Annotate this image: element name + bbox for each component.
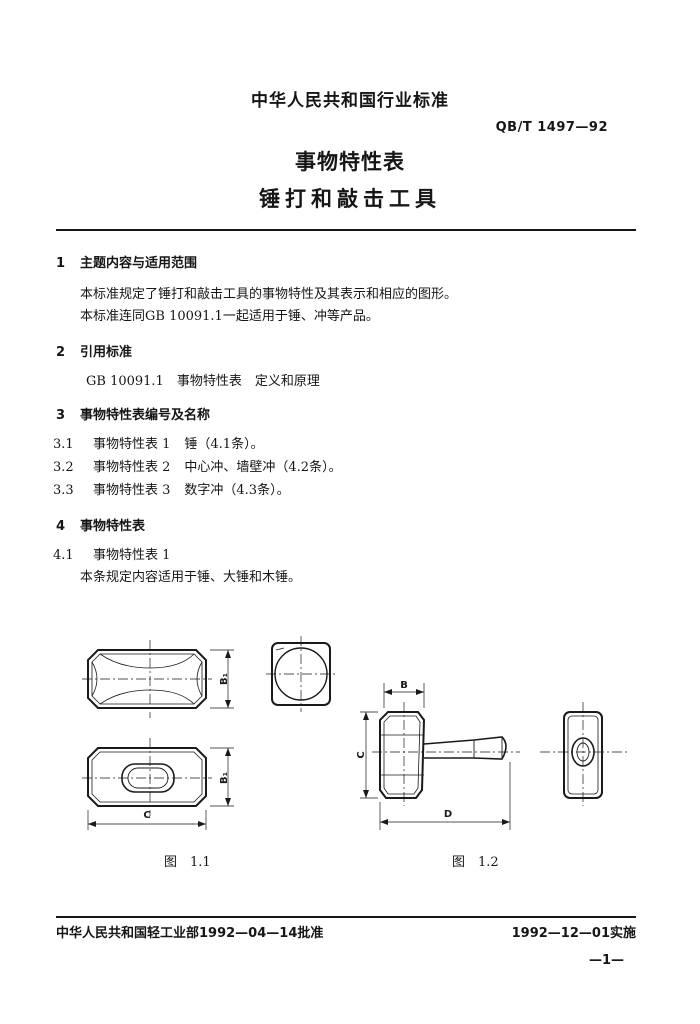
hammer-eye-end-view: [540, 702, 628, 806]
paragraph: 本标准连同GB 10091.1一起适用于锤、冲等产品。: [80, 309, 379, 324]
section-2-heading: 2 引用标准: [56, 341, 132, 360]
hammer-with-handle-side-view: [360, 683, 520, 830]
list-item: 3.3 事物特性表 3 数字冲（4.3条）。: [53, 479, 290, 498]
hammer-face-end-view: [266, 636, 336, 712]
dimension-label-d: D: [444, 809, 452, 820]
section-number: 4: [56, 519, 66, 534]
item-number: 3.3: [53, 483, 74, 498]
item-text: 锤（4.1条）。: [184, 437, 264, 452]
approval-statement: 中华人民共和国轻工业部1992—04—14批准: [56, 926, 324, 941]
item-label: 事物特性表 1: [93, 437, 171, 452]
header-rule: [56, 229, 636, 231]
item-number: 3.2: [53, 460, 74, 475]
hammer-head-side-view: [82, 640, 234, 718]
list-item: 3.2 事物特性表 2 中心冲、墙壁冲（4.2条）。: [53, 456, 342, 475]
section-number: 1: [56, 256, 66, 271]
hammer-head-top-view: [82, 738, 234, 830]
figure-caption-1-1: 图 1.1: [164, 855, 211, 870]
section-3-heading: 3 事物特性表编号及名称: [56, 404, 210, 423]
list-item: 4.1 事物特性表 1: [53, 544, 170, 563]
section-4-heading: 4 事物特性表: [56, 515, 145, 534]
item-label: 事物特性表 1: [93, 548, 171, 563]
footer-rule: [56, 916, 636, 918]
issuing-organization: 中华人民共和国行业标准: [251, 91, 449, 111]
section-title: 引用标准: [80, 345, 133, 360]
list-item: 3.1 事物特性表 1 锤（4.1条）。: [53, 433, 264, 452]
standard-code: QB/T 1497—92: [495, 120, 608, 135]
item-label: 事物特性表 2: [93, 460, 171, 475]
dimension-label-b1: B₁: [219, 772, 230, 784]
item-text: 中心冲、墙壁冲（4.2条）。: [184, 460, 342, 475]
section-1-heading: 1 主题内容与适用范围: [56, 252, 197, 271]
document-subtitle: 锤打和敲击工具: [259, 187, 441, 211]
item-label: 事物特性表 3: [93, 483, 171, 498]
section-title: 事物特性表: [80, 519, 146, 534]
figure-caption-1-2: 图 1.2: [452, 855, 499, 870]
paragraph: 本标准规定了锤打和敲击工具的事物特性及其表示和相应的图形。: [80, 287, 458, 302]
effective-date: 1992—12—01实施: [511, 926, 636, 941]
item-number: 3.1: [53, 437, 74, 452]
section-title: 事物特性表编号及名称: [80, 408, 211, 423]
paragraph: 本条规定内容适用于锤、大锤和木锤。: [80, 570, 302, 585]
item-text: 数字冲（4.3条）。: [184, 483, 290, 498]
dimension-arrows: [88, 650, 510, 827]
dimension-label-b: B: [400, 680, 408, 691]
section-number: 2: [56, 345, 66, 360]
section-number: 3: [56, 408, 66, 423]
document-title: 事物特性表: [295, 150, 405, 174]
page-number: —1—: [588, 953, 624, 968]
dimension-label-b1: B₁: [219, 673, 230, 685]
item-number: 4.1: [53, 548, 74, 563]
reference-entry: GB 10091.1 事物特性表 定义和原理: [86, 374, 320, 389]
dimension-label-c: C: [356, 751, 367, 758]
dimension-label-c: C: [143, 810, 150, 821]
section-title: 主题内容与适用范围: [80, 256, 198, 271]
